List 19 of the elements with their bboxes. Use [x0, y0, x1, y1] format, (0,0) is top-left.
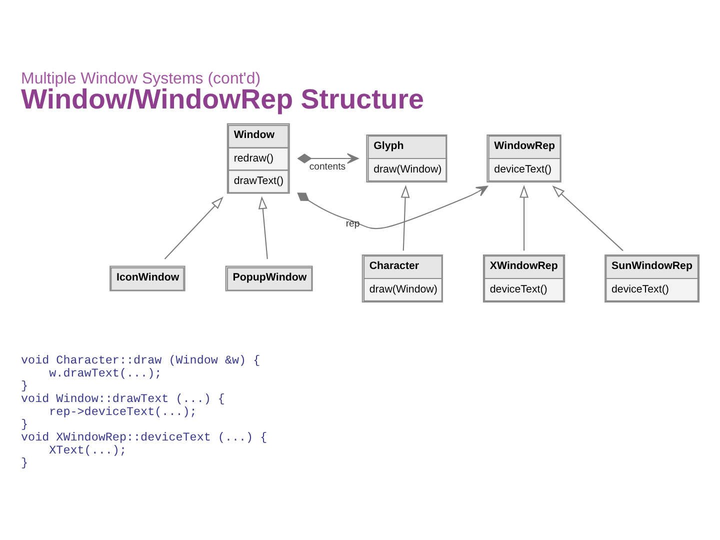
- edge-label: contents: [309, 160, 346, 172]
- arrow: [258, 196, 268, 259]
- label: void XWindowRep::deviceText (...) {: [21, 430, 268, 444]
- arrow: [552, 185, 624, 251]
- arrow: [400, 184, 410, 250]
- arrow: [520, 184, 529, 250]
- label: w.drawText(...);: [49, 366, 162, 380]
- label: XText(...);: [49, 442, 127, 457]
- arrow: [297, 185, 488, 228]
- label: }: [21, 378, 28, 393]
- arrow: [164, 196, 224, 259]
- label: }: [21, 456, 28, 470]
- label: void Window::drawText (...) {: [21, 392, 225, 406]
- label: Multiple Window Systems (cont'd): [21, 70, 261, 87]
- edge-label: rep: [346, 218, 360, 229]
- arrow: [297, 152, 359, 164]
- label: }: [21, 417, 28, 432]
- label: rep->deviceText(...);: [49, 404, 197, 418]
- label: void Character::draw (Window &w) {: [21, 353, 260, 368]
